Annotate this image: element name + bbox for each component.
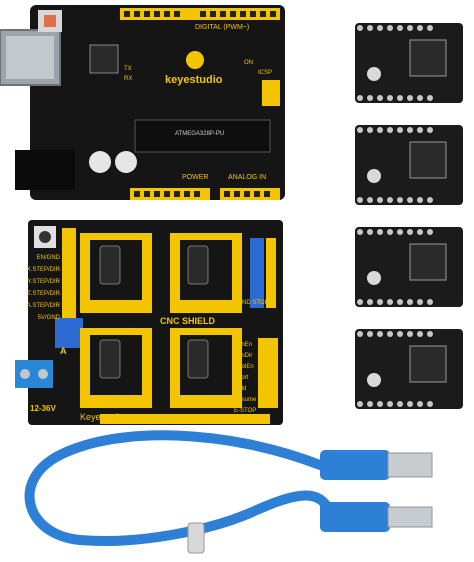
voltage-label: 12-36V [30,404,56,413]
usb-cable [0,425,474,557]
right-label: Hold [234,386,247,392]
chip-label: ATMEGA328P-PU [175,131,225,137]
shield-left-labels: EN/GND X.STEP/DIR Y.STEP/DIR Z.STEP/DIR … [0,252,60,324]
left-label: Y.STEP/DIR [27,279,60,285]
shield-title: CNC SHIELD [160,316,216,326]
brand-label: keyestudio [165,74,223,86]
left-label: X.STEP/DIR [26,267,60,273]
end-stops-label: END STOPS [238,300,273,306]
right-label: Resume [234,397,257,403]
stepper-driver [350,18,470,113]
cnc-shield-board [10,218,285,428]
left-label: 5V/GND [37,315,60,321]
on-label: ON [244,60,253,66]
tx-label: TX [124,66,132,72]
left-label: A.STEP/DIR [26,303,60,309]
stepper-drivers [350,18,472,418]
shield-brand: Keyestudio [80,412,125,422]
left-label: Z.STEP/DIR [26,291,60,297]
rx-label: RX [124,76,133,82]
axis-x-label: X [142,298,149,308]
axis-a-label: A [60,346,67,356]
right-label: SpnDir [234,353,253,359]
left-label: EN/GND [36,255,60,261]
stepper-driver [350,120,470,215]
stepper-driver [350,324,470,419]
right-label: CoolEn [234,364,254,370]
axis-y-label: Y [232,298,239,308]
icsp-label: ICSP [258,70,273,76]
right-label: SpnEn [234,342,253,348]
power-label: POWER [182,174,209,181]
axis-z-label: Z [142,340,148,350]
arduino-uno-board [0,0,290,205]
digital-label: DIGITAL (PWM~) [195,24,250,31]
right-label: E-STOP [234,408,257,414]
stepper-driver [350,222,470,317]
analog-label: ANALOG IN [228,174,267,181]
shield-right-labels: SpnEn SpnDir CoolEn Abort Hold Resume E-… [234,340,268,417]
right-label: Abort [234,375,249,381]
